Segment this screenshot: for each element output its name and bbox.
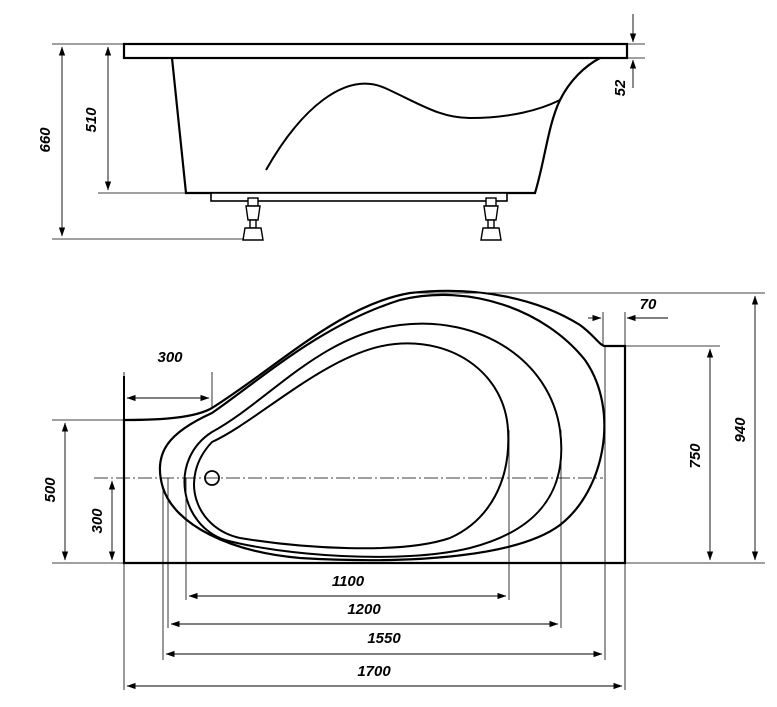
- dim-510-label: 510: [83, 107, 100, 133]
- right-foot: [480, 197, 502, 241]
- dim-750-label: 750: [687, 443, 704, 469]
- top-view: [52, 289, 765, 690]
- dim-1200-label: 1200: [347, 601, 381, 618]
- top-bowl-bottom: [193, 342, 510, 550]
- side-wave: [265, 82, 561, 171]
- top-extension-lines-vertical: [123, 312, 626, 690]
- dim-500-label: 500: [42, 477, 59, 503]
- dim-1550-label: 1550: [367, 630, 401, 647]
- dim-52-label: 52: [612, 79, 629, 96]
- dim-1100-label: 1100: [332, 573, 365, 590]
- dim-300h-label: 300: [157, 349, 183, 366]
- side-extension-lines: [52, 43, 645, 240]
- side-rim: [122, 42, 629, 60]
- top-bowl-outer: [158, 293, 606, 562]
- top-bowl-rim-inner: [183, 322, 563, 558]
- dim-940-label: 940: [732, 417, 749, 443]
- top-outer-contour: [122, 289, 627, 565]
- dim-70-label: 70: [640, 296, 657, 313]
- side-base-plate: [210, 192, 508, 202]
- side-tub-body: [170, 57, 601, 195]
- dim-660-label: 660: [37, 127, 54, 153]
- dim-1700-label: 1700: [357, 663, 391, 680]
- dim-300v-label: 300: [89, 508, 106, 534]
- left-foot: [242, 197, 264, 241]
- side-view: [52, 14, 645, 241]
- top-extension-lines-horizontal: [52, 292, 765, 564]
